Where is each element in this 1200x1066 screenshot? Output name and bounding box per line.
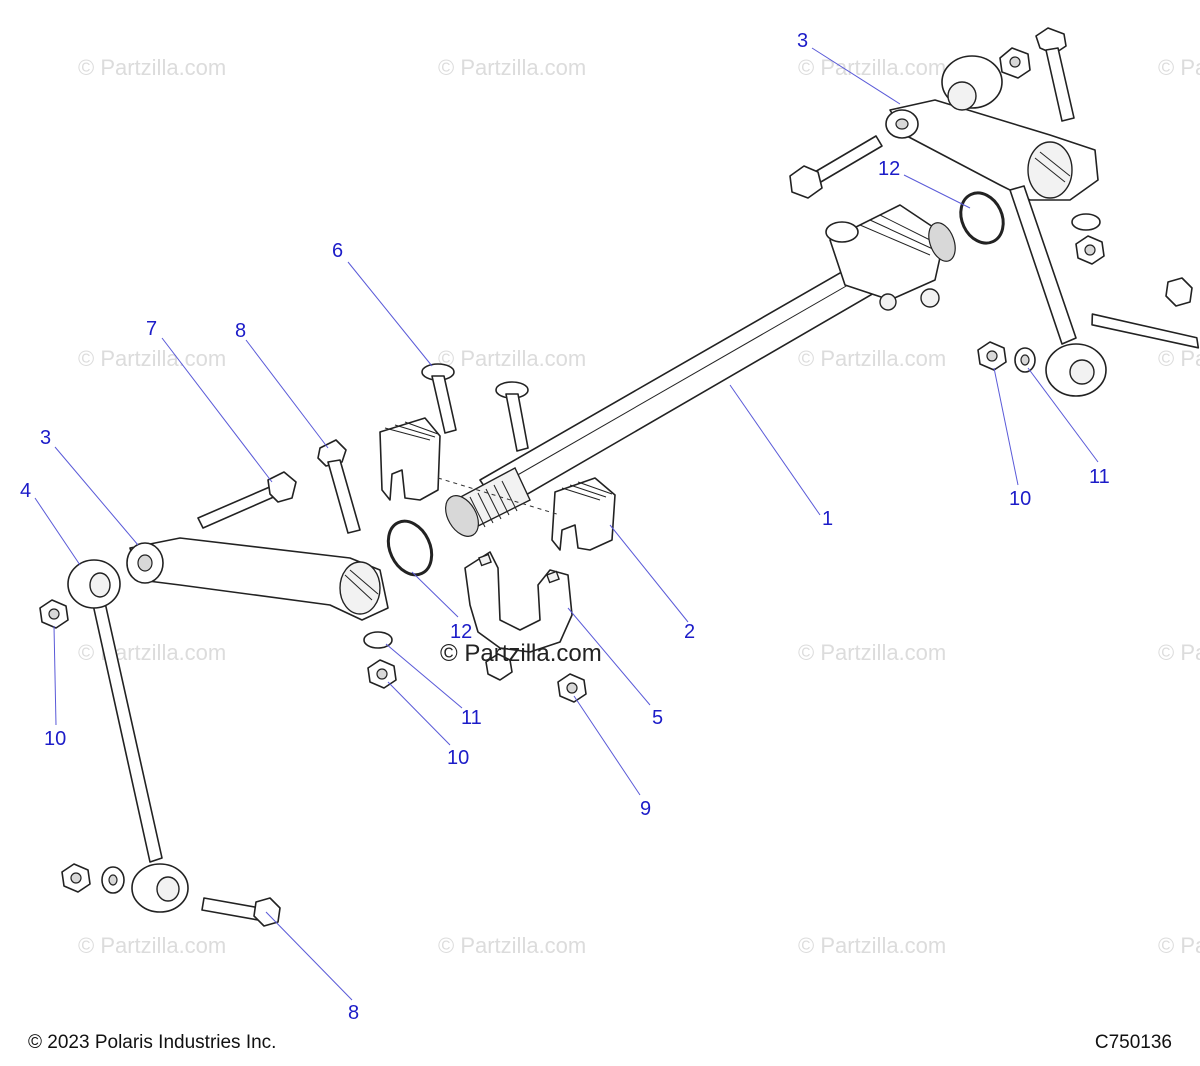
left-hardware [39, 599, 587, 894]
callout-9: 9 [640, 798, 651, 820]
bolt-8-bottom [201, 897, 281, 927]
diagram-code: C750136 [1094, 1032, 1172, 1053]
callout-3: 3 [40, 427, 51, 449]
watermark-text: © Partzilla.com [1158, 346, 1200, 371]
watermark-text: © Partzilla.com [798, 640, 946, 665]
callout-2: 2 [684, 621, 695, 643]
bracket [464, 551, 573, 653]
callout-12: 12 [450, 621, 472, 643]
upper-bushing-right [941, 55, 1003, 111]
bolt-right-arm [789, 135, 883, 199]
watermark-text: © Partzilla.com [1158, 55, 1200, 80]
callout-7: 7 [146, 318, 157, 340]
watermark-text: © Partzilla.com [798, 933, 946, 958]
bushing-right [551, 477, 616, 551]
snap-rings [386, 191, 1005, 577]
carriage-bolts [421, 363, 529, 452]
callout-12: 12 [878, 158, 900, 180]
watermark-text: © Partzilla.com [798, 55, 946, 80]
bolt-8-top [317, 439, 361, 534]
watermark-text: © Partzilla.com [798, 346, 946, 371]
callout-8: 8 [348, 1002, 359, 1024]
watermark-text: © Partzilla.com [438, 55, 586, 80]
watermark-text: © Partzilla.com [78, 640, 226, 665]
stabilizer-bar [445, 204, 956, 537]
bushing-left [379, 417, 441, 501]
right-lower-hardware [977, 213, 1200, 373]
watermark-text: © Partzilla.com [1158, 640, 1200, 665]
callout-8: 8 [235, 320, 246, 342]
callout-5: 5 [652, 707, 663, 729]
callout-3: 3 [797, 30, 808, 52]
watermark-text: © Partzilla.com [78, 55, 226, 80]
callout-labels: 1 2 3 3 4 5 6 7 8 8 9 10 10 10 11 11 12 … [20, 30, 1110, 1024]
watermark-text: © Partzilla.com [78, 346, 226, 371]
callout-10: 10 [447, 747, 469, 769]
leader-lines [34, 47, 1099, 1001]
right-upper-hardware [999, 27, 1075, 122]
bolt-7 [197, 471, 297, 529]
watermark-text: © Partzilla.com [1158, 933, 1200, 958]
center-watermark: © Partzilla.com [440, 640, 602, 667]
callout-1: 1 [822, 508, 833, 530]
watermark-text: © Partzilla.com [438, 346, 586, 371]
link-rod-left [67, 559, 189, 913]
watermark-text: © Partzilla.com [438, 933, 586, 958]
sway-arm-right [885, 99, 1099, 201]
callout-4: 4 [20, 480, 31, 502]
copyright-text: © 2023 Polaris Industries Inc. [28, 1032, 277, 1053]
watermark-text: © Partzilla.com [78, 933, 226, 958]
watermark-grid: © Partzilla.com © Partzilla.com © Partzi… [78, 55, 1200, 958]
callout-10: 10 [1009, 488, 1031, 510]
callout-10: 10 [44, 728, 66, 750]
callout-11: 11 [461, 707, 482, 729]
link-rod-right [1009, 185, 1107, 397]
callout-11: 11 [1089, 466, 1110, 488]
sway-arm-left [126, 537, 389, 621]
callout-6: 6 [332, 240, 343, 262]
